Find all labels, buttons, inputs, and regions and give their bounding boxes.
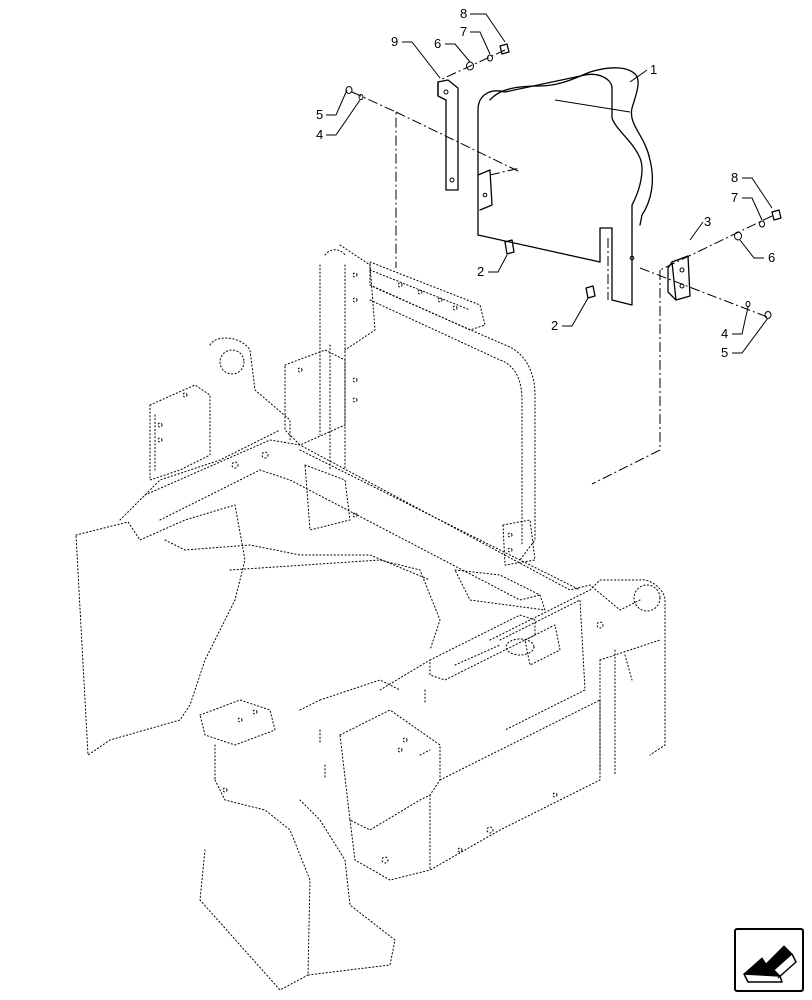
callout-5-right: 5: [721, 345, 728, 360]
callout-labels: 8 7 9 6 1 5 4 8 7 3 6 2 2 4 5: [316, 6, 775, 360]
next-page-arrow-icon: [743, 945, 797, 983]
right-bracket-part-3: [667, 255, 691, 301]
callout-4-left: 4: [316, 127, 323, 142]
callout-8-right: 8: [731, 170, 738, 185]
callout-7-right: 7: [731, 190, 738, 205]
callout-7-top: 7: [460, 24, 467, 39]
callout-2-upper: 2: [477, 264, 484, 279]
left-bracket-part-9: [437, 79, 459, 191]
callout-6-right: 6: [768, 250, 775, 265]
chassis-frame: [75, 244, 666, 991]
callout-6-top: 6: [434, 36, 441, 51]
callout-5-left: 5: [316, 107, 323, 122]
fasteners: [345, 43, 782, 319]
guard-panel-part-1: [477, 67, 653, 306]
clip-part-2: [504, 239, 596, 299]
callout-9: 9: [391, 34, 398, 49]
callout-8-top: 8: [460, 6, 467, 21]
callout-1: 1: [650, 62, 657, 77]
next-page-button[interactable]: [734, 928, 804, 992]
leader-lines: [326, 13, 773, 354]
callout-3: 3: [704, 214, 711, 229]
callout-2-lower: 2: [551, 318, 558, 333]
assembly-center-lines: [351, 49, 773, 485]
callout-4-right: 4: [721, 326, 728, 341]
